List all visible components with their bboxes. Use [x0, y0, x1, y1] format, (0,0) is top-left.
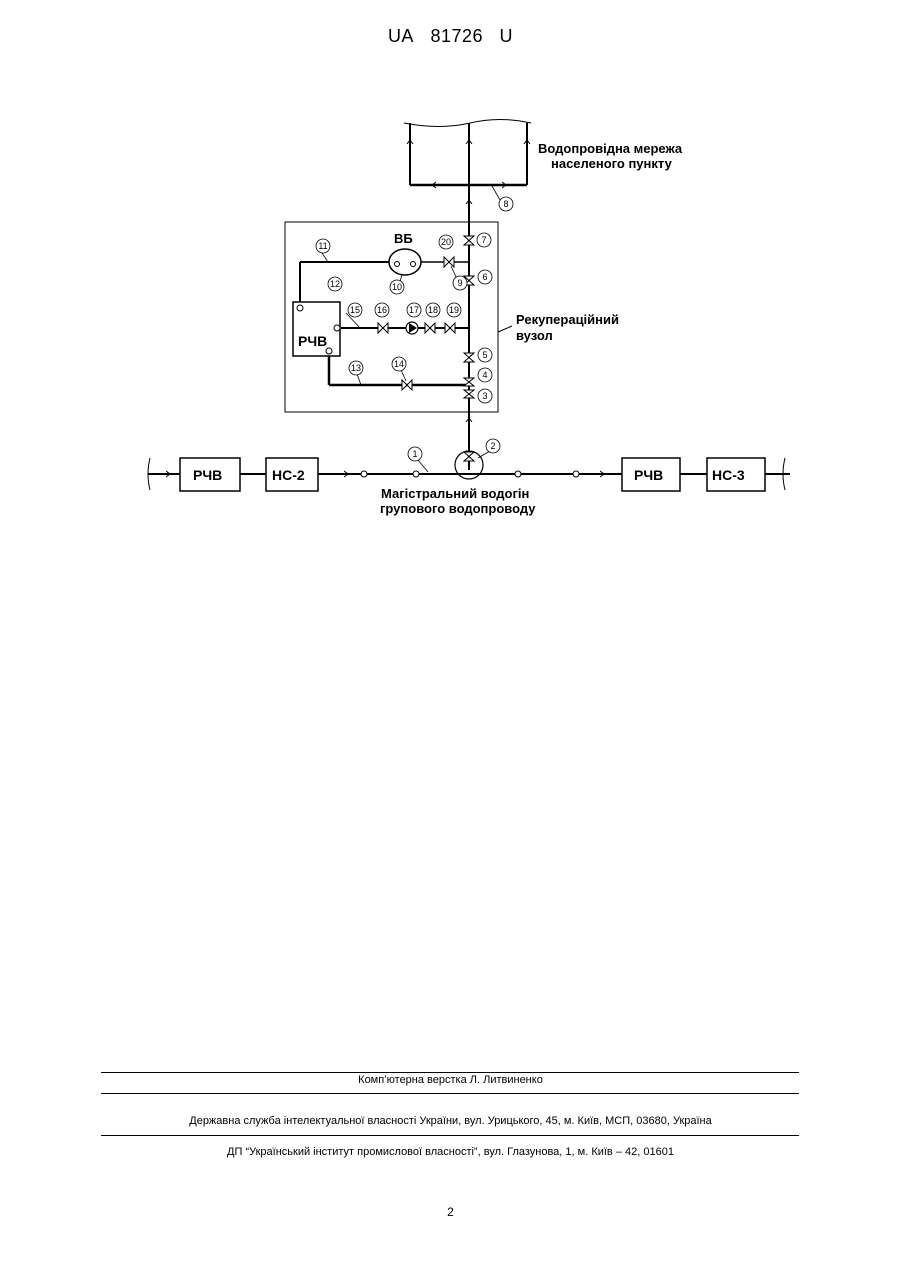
main-pipe-label-line2: групового водопроводу: [380, 501, 536, 516]
callout-2: 2: [490, 441, 495, 451]
callout-8: 8: [503, 199, 508, 209]
pump: [406, 322, 418, 334]
callout-11: 11: [318, 241, 327, 251]
callout-10: 10: [392, 282, 402, 292]
main-pipe-label-line1: Магістральний водогін: [381, 486, 529, 501]
recovery-unit-label-line1: Рекупераційний: [516, 312, 619, 327]
callout-3: 3: [482, 391, 487, 401]
callout-12: 12: [330, 279, 340, 289]
ns2-label: НС-2: [272, 467, 305, 483]
recovery-unit-label-line2: вузол: [516, 328, 553, 343]
network-label-line2: населеного пункту: [551, 156, 673, 171]
footer-service-address: Державна служба інтелектуальної власност…: [0, 1115, 901, 1127]
page-number: 2: [0, 1205, 901, 1219]
callout-6: 6: [482, 272, 487, 282]
callout-7: 7: [481, 235, 486, 245]
footer-divider-1: [101, 1072, 799, 1073]
footer-institute-address: ДП “Український інститут промислової вла…: [0, 1146, 901, 1158]
footer-divider-2: [101, 1093, 799, 1094]
callout-18: 18: [428, 305, 438, 315]
footer-divider-3: [101, 1135, 799, 1136]
callout-20: 20: [441, 237, 451, 247]
callout-5: 5: [482, 350, 487, 360]
water-supply-diagram: Водопровідна мережа населеного пункту Ре…: [0, 0, 901, 560]
junction-valve: [464, 452, 474, 461]
callout-13: 13: [351, 363, 361, 373]
callout-14: 14: [394, 359, 404, 369]
tank-label: ВБ: [394, 231, 413, 246]
footer-layout-credit: Комп’ютерна верстка Л. Литвиненко: [0, 1074, 901, 1086]
ns3-label: НС-3: [712, 467, 745, 483]
callout-4: 4: [482, 370, 487, 380]
rchv-box-right-label: РЧВ: [634, 467, 663, 483]
network-label-line1: Водопровідна мережа: [538, 141, 683, 156]
callout-17: 17: [409, 305, 419, 315]
callout-19: 19: [449, 305, 459, 315]
rchv-box-left-label: РЧВ: [193, 467, 222, 483]
callout-15: 15: [350, 305, 360, 315]
water-tank: [389, 249, 421, 275]
settlement-network: [404, 120, 531, 471]
callout-16: 16: [377, 305, 387, 315]
callout-9: 9: [457, 278, 462, 288]
rchv-inner-label: РЧВ: [298, 333, 327, 349]
callout-1: 1: [412, 449, 417, 459]
